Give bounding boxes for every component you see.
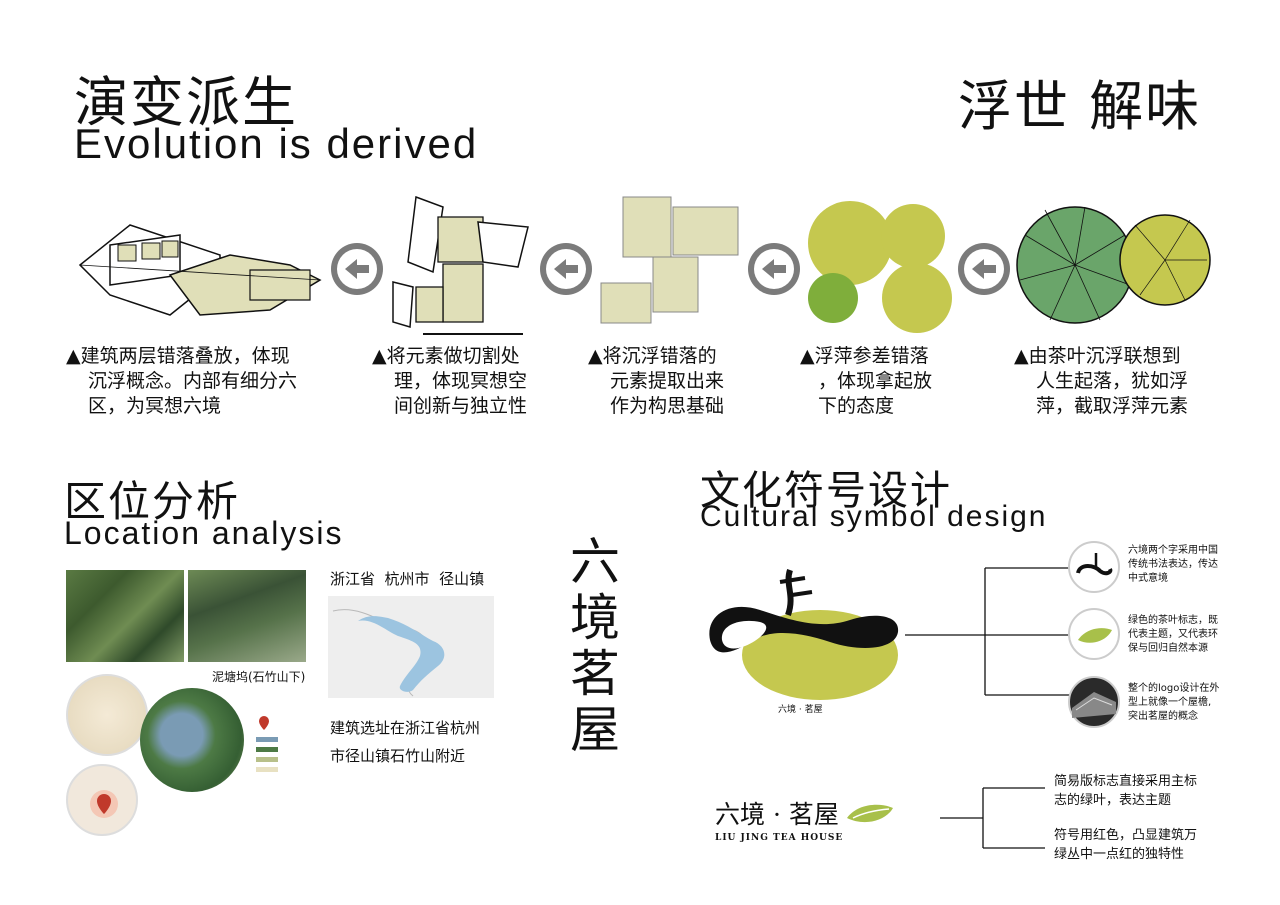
symbol-title-en: Cultural symbol design [700,500,1048,533]
step-caption-4: ▲浮萍参差错落 ，体现拿起放 下的态度 [800,345,933,417]
arrow-left-icon [958,243,1010,295]
evolution-title-cn: 演变派生 [74,71,298,134]
region-label: 浙江省 杭州市 径山镇 [330,570,485,588]
leaf-icon [846,804,893,823]
map-circle-city [66,674,148,756]
arrow-left-icon [331,243,383,295]
simple-logo-en: LIU JING TEA HOUSE [715,833,844,843]
symbol-circle-leaf [1068,608,1120,660]
reservoir-map [328,596,494,698]
symbol-title-cn: 文化符号设计 [700,468,952,514]
duckweed-circles-diagram [808,201,952,333]
connector-lines [905,567,1070,696]
evolution-title-en: Evolution is derived [74,120,479,167]
simple-logo: 六境 · 茗屋 LIU JING TEA HOUSE [715,795,895,843]
arrow-left-icon [540,243,592,295]
location-pin-icon [90,790,118,818]
vertical-title: 六境茗屋 [562,535,620,759]
logo-caption: 六境 · 茗屋 [778,705,823,715]
place-label: 泥塘坞(石竹山下) [212,670,306,684]
main-logo [709,569,899,700]
simple-note-1: 简易版标志直接采用主标 志的绿叶，表达主题 [1054,774,1198,808]
corner-title: 浮世 解味 [958,75,1202,138]
location-description: 建筑选址在浙江省杭州 市径山镇石竹山附近 [330,719,481,765]
step-caption-3: ▲将沉浮错落的 元素提取出来 作为构思基础 [588,345,725,417]
cut-elements-diagram [392,195,529,335]
arrow-left-icon [748,243,800,295]
map-legend [256,716,278,772]
step-caption-5: ▲由茶叶沉浮联想到 人生起落，犹如浮 萍，截取浮萍元素 [1014,345,1189,417]
map-circle-pin [66,764,138,836]
simple-logo-cn: 六境 · 茗屋 [715,800,839,829]
satellite-image-2 [188,570,306,662]
lotus-leaf-illustration [1016,206,1211,324]
floating-squares-diagram [600,196,739,324]
symbol-note-3: 整个的logo设计在外 型上就像一个屋檐, 突出茗屋的概念 [1128,683,1220,722]
symbol-note-2: 绿色的茶叶标志，既 代表主题，又代表环 保与回归自然本源 [1128,615,1218,654]
symbol-note-1: 六境两个字采用中国 传统书法表达，传达 中式意境 [1128,545,1218,584]
map-circle-site [140,688,244,792]
step-caption-1: ▲建筑两层错落叠放，体现 沉浮概念。内部有细分六 区，为冥想六境 [66,345,298,417]
step-caption-2: ▲将元素做切割处 理，体现冥想空 间创新与独立性 [372,345,528,417]
simple-logo-connector [940,787,1045,849]
symbol-circle-calligraphy [1068,541,1120,593]
building-sketch [78,224,322,316]
simple-note-2: 符号用红色，凸显建筑万 绿丛中一点红的独特性 [1054,828,1198,862]
satellite-image-1 [66,570,184,662]
location-title-cn: 区位分析 [64,477,241,526]
symbol-circle-roof [1068,676,1120,728]
location-title-en: Location analysis [64,515,344,551]
